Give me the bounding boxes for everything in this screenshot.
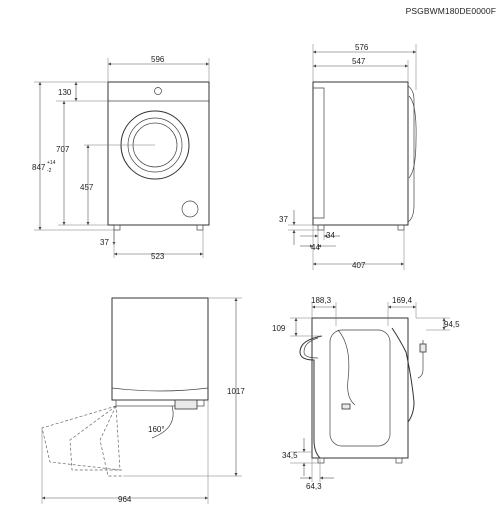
front-cabinet	[107, 81, 210, 226]
top-door-hinge	[115, 399, 205, 407]
front-view: 596 130 707 847 +14 -2 457 37 523	[32, 55, 210, 261]
top-hinge-block	[174, 399, 198, 410]
total-height-label: 1017	[227, 387, 245, 396]
top-cabinet	[111, 297, 209, 401]
front-foot-left	[113, 224, 121, 231]
rear-cabinet	[311, 317, 409, 459]
open-door-outline-3	[99, 405, 124, 477]
front-foot-height-label: 37	[100, 238, 109, 247]
side-depth-body-label: 547	[352, 57, 366, 66]
inlet-hose	[391, 327, 415, 423]
door-angle-arc	[151, 405, 174, 439]
door-angle-label: 160°	[148, 425, 165, 434]
drain-offset-label: 169,4	[392, 296, 413, 305]
side-foot-rear	[397, 224, 405, 231]
front-foot-right	[196, 224, 204, 231]
open-door-outline-1	[41, 405, 121, 471]
side-foot-front	[317, 224, 325, 231]
height-total-label: 847	[32, 163, 46, 172]
rear-top-offset-left-label: 109	[272, 324, 286, 333]
side-foot-offset-label: 34	[326, 231, 335, 240]
rear-foot-right	[395, 457, 403, 464]
power-cable	[337, 329, 356, 406]
height-porthole-label: 457	[80, 183, 94, 192]
front-foot-span-label: 523	[151, 252, 165, 261]
side-door-bulge	[407, 85, 415, 223]
rear-bottom-height-label: 34,5	[282, 451, 298, 460]
side-cabinet	[312, 81, 409, 226]
height-top-label: 130	[58, 88, 72, 97]
drawing-code: PSGBWM180DE0000F	[405, 6, 496, 16]
program-knob-icon	[154, 87, 162, 95]
door-open-view: 160° 1017 964	[41, 297, 245, 504]
side-foot-depth-label: 44	[311, 243, 320, 252]
side-depth-outer-label: 576	[355, 43, 369, 52]
rear-foot-left	[317, 457, 325, 464]
height-door-label: 707	[56, 145, 70, 154]
side-foot-span-label: 407	[352, 261, 366, 270]
door-open-depth-label: 964	[118, 495, 132, 504]
inlet-offset-label: 188,3	[311, 296, 332, 305]
drain-hose	[299, 335, 323, 459]
side-panel-back	[313, 87, 325, 219]
rear-top-offset-right-label: 94,5	[444, 320, 460, 329]
side-foot-height-label: 37	[279, 215, 288, 224]
rear-panel	[329, 329, 391, 447]
open-door-outline-2	[69, 405, 122, 471]
power-plug-icon	[341, 403, 351, 410]
height-total-sup: +14	[47, 160, 56, 166]
drain-filter-hatch	[181, 200, 199, 218]
front-width-label: 596	[151, 55, 165, 64]
inlet-connector-icon	[419, 343, 427, 353]
height-total-sub: -2	[47, 168, 52, 174]
side-view: 576 547 37 34 44 407	[279, 43, 417, 270]
rear-view: 188,3 169,4 109 94,5 34,5 64,3	[272, 296, 460, 491]
rear-bottom-offset-label: 64,3	[306, 482, 322, 491]
